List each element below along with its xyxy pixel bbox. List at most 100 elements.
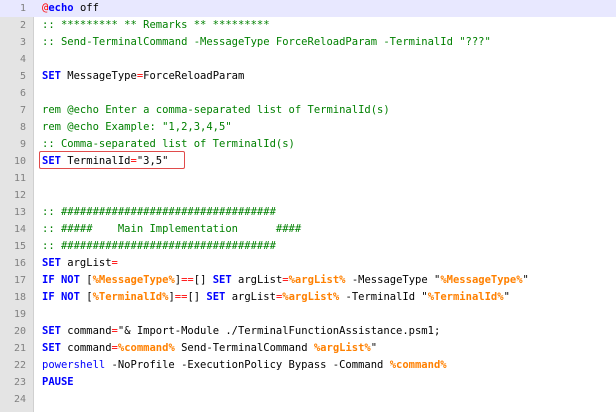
variable-token: %argList% (288, 274, 346, 286)
line-number: 1 (19, 3, 26, 14)
operator-token: = (130, 155, 137, 167)
code-line[interactable]: 16 SET argList= (0, 255, 616, 272)
variable-token: %MessageType% (92, 274, 175, 286)
code-content: SET command="& Import-Module ./TerminalF… (42, 323, 440, 340)
keyword-token: SET (42, 342, 61, 354)
keyword-token: echo (48, 2, 74, 14)
line-number: 14 (13, 224, 26, 235)
code-text: ForceReloadParam (143, 70, 245, 82)
code-line[interactable]: 12 (0, 187, 616, 204)
code-line[interactable]: 15:: ################################## (0, 238, 616, 255)
comment-token: :: ##### Main Implementation #### (42, 223, 302, 235)
variable-token: %argList% (282, 291, 340, 303)
code-text: " (370, 342, 378, 354)
code-text: "3,5" (136, 155, 169, 167)
code-text: command (60, 325, 112, 337)
keyword-token: SET (42, 325, 61, 337)
code-line[interactable]: 13:: ################################## (0, 204, 616, 221)
code-line[interactable]: 7 rem @echo Enter a comma-separated list … (0, 102, 616, 119)
code-text: off (73, 2, 99, 14)
code-content: powershell -NoProfile -ExecutionPolicy B… (42, 357, 447, 374)
variable-token: %command% (389, 359, 447, 371)
operator-token: = (111, 325, 118, 337)
code-line[interactable]: 4 (0, 51, 616, 68)
line-number: 16 (13, 258, 26, 269)
line-number: 2 (19, 20, 26, 31)
code-content: :: Comma-separated list of TerminalId(s) (42, 136, 295, 153)
line-number: 5 (19, 71, 26, 82)
operator-token: = (111, 257, 118, 269)
keyword-token: PAUSE (42, 376, 74, 388)
keyword-token: SET (42, 257, 61, 269)
comment-token: :: ################################## (42, 206, 276, 218)
code-text: argList (225, 291, 276, 303)
code-line[interactable]: 1 @echo off (0, 0, 616, 17)
code-line[interactable]: 21 SET command=%command% Send-TerminalCom… (0, 340, 616, 357)
comment-token: :: Comma-separated list of TerminalId(s) (42, 138, 295, 150)
comment-token: rem @echo Enter a comma-separated list o… (42, 104, 390, 116)
code-content: SET command=%command% Send-TerminalComma… (42, 340, 377, 357)
code-text: ] (168, 291, 175, 303)
code-content: @echo off (42, 0, 99, 17)
keyword-token: SET (42, 155, 61, 167)
line-number: 13 (13, 207, 26, 218)
variable-token: %MessageType% (440, 274, 523, 286)
code-content: SET argList= (42, 255, 118, 272)
keyword-token: SET (42, 70, 61, 82)
line-number: 19 (13, 309, 26, 320)
code-content: :: ################################## (42, 238, 276, 255)
code-content: IF NOT [%MessageType%]==[] SET argList=%… (42, 272, 529, 289)
line-number-gutter (0, 0, 34, 412)
code-line[interactable]: 2:: ********* ** Remarks ** ********* (0, 17, 616, 34)
line-number: 7 (19, 105, 26, 116)
code-line[interactable]: 6 (0, 85, 616, 102)
keyword-token: SET (206, 291, 226, 303)
code-line[interactable]: 5 SET MessageType=ForceReloadParam (0, 68, 616, 85)
code-content: rem @echo Example: "1,2,3,4,5" (42, 119, 232, 136)
code-line[interactable]: 9:: Comma-separated list of TerminalId(s… (0, 136, 616, 153)
code-content: SET MessageType=ForceReloadParam (42, 68, 244, 85)
variable-token: %argList% (313, 342, 371, 354)
variable-token: %command% (117, 342, 175, 354)
code-text: Send-TerminalCommand (174, 342, 314, 354)
code-line[interactable]: 24 (0, 391, 616, 408)
code-content: IF NOT [%TerminalId%]==[] SET argList=%a… (42, 289, 510, 306)
code-text: [] (187, 291, 207, 303)
code-line[interactable]: 19 (0, 306, 616, 323)
line-number: 10 (13, 156, 26, 167)
line-number: 11 (13, 173, 26, 184)
code-text: -NoProfile -ExecutionPolicy Bypass -Comm… (105, 359, 390, 371)
highlight-box (39, 151, 185, 169)
code-line[interactable]: 14:: ##### Main Implementation #### (0, 221, 616, 238)
code-content: :: ##### Main Implementation #### (42, 221, 301, 238)
code-text: " (503, 291, 510, 303)
code-text: argList (60, 257, 112, 269)
code-text: " (522, 274, 529, 286)
line-number: 17 (13, 275, 26, 286)
variable-token: %TerminalId% (427, 291, 504, 303)
keyword-token: IF NOT (42, 274, 80, 286)
line-number: 18 (13, 292, 26, 303)
line-number: 24 (13, 394, 26, 405)
operator-token: @ (42, 2, 49, 14)
code-content: :: ********* ** Remarks ** ********* (42, 17, 270, 34)
comment-token: :: ################################## (42, 240, 276, 252)
operator-token: = (282, 274, 289, 286)
code-text: argList (231, 274, 283, 286)
line-number: 21 (13, 343, 26, 354)
code-line[interactable]: 3:: Send-TerminalCommand -MessageType Fo… (0, 34, 616, 51)
comment-token: rem @echo Example: "1,2,3,4,5" (42, 121, 232, 133)
code-line[interactable]: 11 (0, 170, 616, 187)
code-text: ] (174, 274, 182, 286)
keyword-token: SET (212, 274, 232, 286)
code-text: [ (79, 291, 93, 303)
